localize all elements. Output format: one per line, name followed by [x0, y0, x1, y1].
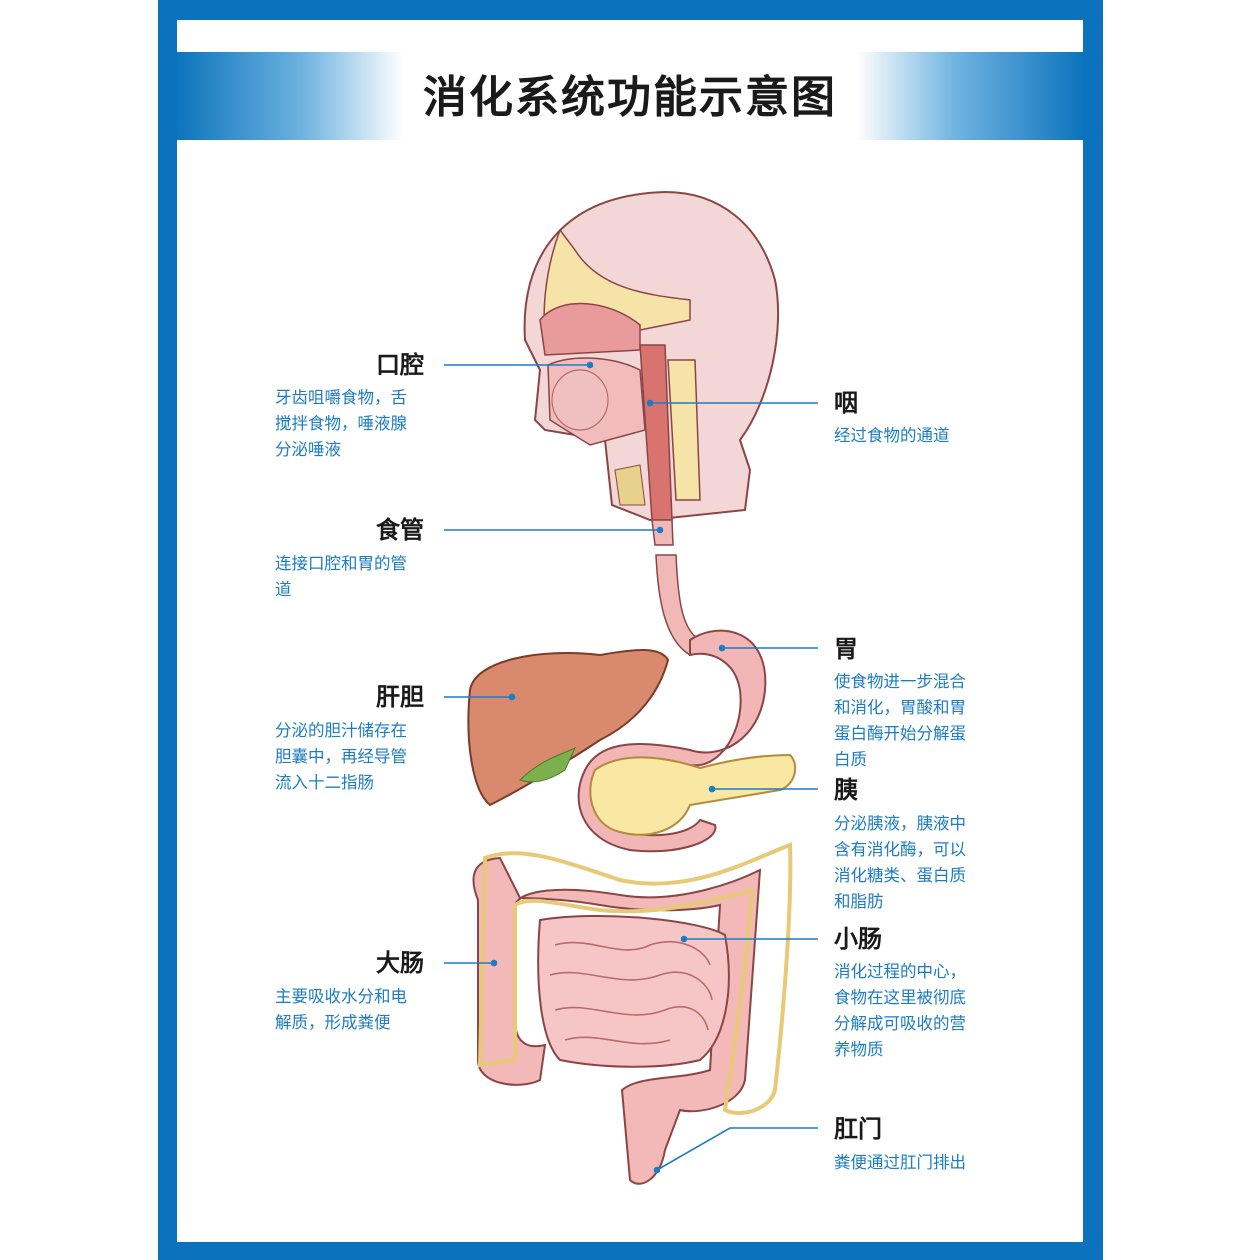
leader-anus — [656, 1127, 818, 1171]
desc-mouth: 牙齿咀嚼食物，舌 搅拌食物，唾液腺 分泌唾液 — [275, 385, 435, 463]
dot-liver — [508, 693, 516, 701]
desc-line: 胆囊中，再经导管 — [275, 747, 407, 766]
label-mouth: 口腔 — [376, 351, 424, 379]
desc-small-intestine: 消化过程的中心， 食物在这里被彻底 分解成可吸收的营 养物质 — [834, 959, 994, 1063]
desc-line: 蛋白酶开始分解蛋 — [834, 724, 966, 743]
desc-line: 消化过程的中心， — [834, 962, 966, 981]
desc-line: 分泌唾液 — [275, 440, 341, 459]
desc-esophagus: 连接口腔和胃的管 道 — [275, 551, 435, 603]
desc-line: 养物质 — [834, 1040, 884, 1059]
desc-pharynx: 经过食物的通道 — [834, 423, 994, 449]
desc-pancreas: 分泌胰液，胰液中 含有消化酶，可以 消化糖类、蛋白质 和脂肪 — [834, 811, 994, 915]
dot-large-intestine — [490, 959, 498, 967]
desc-line: 粪便通过肛门排出 — [834, 1153, 966, 1172]
desc-line: 和消化，胃酸和胃 — [834, 698, 966, 717]
intestine-folds — [549, 940, 713, 1045]
dot-pharynx — [646, 399, 654, 407]
gallbladder-illustration — [519, 746, 577, 783]
label-esophagus: 食管 — [376, 516, 424, 544]
desc-line: 含有消化酶，可以 — [834, 840, 966, 859]
poster-title: 消化系统功能示意图 — [423, 72, 837, 123]
desc-line: 道 — [275, 580, 292, 599]
small-intestine-illustration — [537, 914, 730, 1068]
desc-anus: 粪便通过肛门排出 — [834, 1150, 994, 1176]
desc-line: 消化糖类、蛋白质 — [834, 866, 966, 885]
dot-mouth — [586, 361, 594, 369]
label-stomach: 胃 — [834, 635, 858, 663]
dot-anus — [653, 1166, 661, 1174]
desc-line: 分泌的胆汁储存在 — [275, 721, 407, 740]
desc-line: 连接口腔和胃的管 — [275, 554, 407, 573]
desc-line: 使食物进一步混合 — [834, 672, 966, 691]
desc-line: 分泌胰液，胰液中 — [834, 814, 966, 833]
desc-line: 和脂肪 — [834, 892, 884, 911]
label-liver: 肝胆 — [376, 683, 424, 711]
desc-line: 经过食物的通道 — [834, 426, 950, 445]
head-illustration — [523, 190, 780, 522]
desc-large-intestine: 主要吸收水分和电 解质，形成粪便 — [275, 984, 435, 1036]
desc-line: 食物在这里被彻底 — [834, 988, 966, 1007]
colon-band — [477, 842, 793, 1116]
pancreas-illustration — [589, 753, 797, 836]
desc-line: 主要吸收水分和电 — [275, 987, 407, 1006]
stomach-illustration — [577, 629, 767, 853]
label-pancreas: 胰 — [834, 776, 858, 804]
label-large-intestine: 大肠 — [376, 949, 424, 977]
desc-line: 牙齿咀嚼食物，舌 — [275, 388, 407, 407]
desc-line: 分解成可吸收的营 — [834, 1014, 966, 1033]
liver-illustration — [467, 649, 670, 807]
large-intestine-illustration — [472, 856, 762, 1185]
dot-small-intestine — [680, 935, 688, 943]
desc-liver: 分泌的胆汁储存在 胆囊中，再经导管 流入十二指肠 — [275, 718, 435, 796]
desc-line: 白质 — [834, 750, 867, 769]
leader-lines — [444, 361, 818, 1174]
desc-line: 解质，形成粪便 — [275, 1013, 391, 1032]
dot-stomach — [718, 644, 726, 652]
dot-pancreas — [708, 785, 716, 793]
title-band — [177, 52, 1083, 140]
label-small-intestine: 小肠 — [834, 925, 882, 953]
label-anus: 肛门 — [834, 1115, 882, 1143]
label-pharynx: 咽 — [834, 389, 858, 417]
desc-line: 流入十二指肠 — [275, 773, 374, 792]
desc-stomach: 使食物进一步混合 和消化，胃酸和胃 蛋白酶开始分解蛋 白质 — [834, 669, 994, 773]
desc-line: 搅拌食物，唾液腺 — [275, 414, 407, 433]
dot-esophagus — [656, 526, 664, 534]
esophagus-upper — [651, 519, 674, 546]
